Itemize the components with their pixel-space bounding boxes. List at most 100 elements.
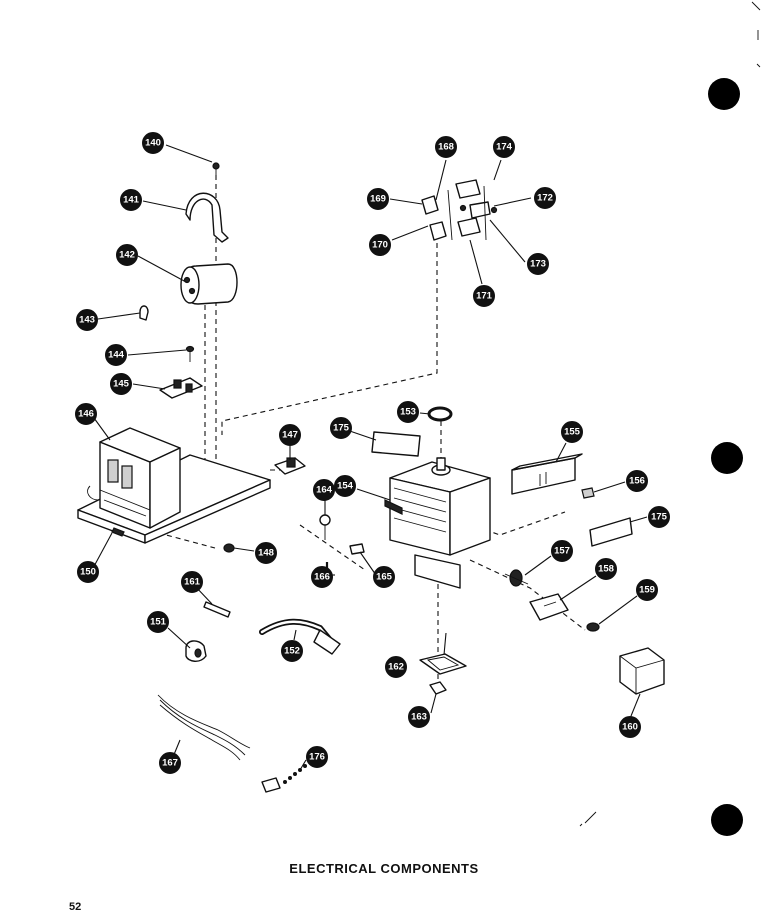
callout-150: 150 [77, 561, 99, 583]
svg-text:162: 162 [388, 662, 404, 673]
part-magnetron-154 [384, 457, 491, 589]
svg-text:158: 158 [598, 564, 614, 575]
part-fuse-161 [203, 601, 231, 618]
stray-mark [579, 811, 597, 827]
callout-147: 147 [279, 424, 301, 446]
part-cord-152 [259, 618, 341, 655]
svg-text:151: 151 [150, 617, 167, 628]
callout-167: 167 [159, 752, 181, 774]
part-clamp-163 [429, 681, 447, 695]
svg-text:166: 166 [314, 572, 330, 583]
svg-text:168: 168 [438, 142, 454, 153]
diagram-caption: ELECTRICAL COMPONENTS [289, 861, 479, 876]
callout-141: 141 [120, 189, 142, 211]
part-switch-147 [274, 457, 306, 475]
callout-143: 143 [76, 309, 98, 331]
svg-text:140: 140 [145, 138, 161, 149]
callout-163: 163 [408, 706, 430, 728]
svg-text:176: 176 [309, 752, 325, 763]
callout-162: 162 [385, 656, 407, 678]
leader-lines [91, 144, 648, 771]
svg-text:155: 155 [564, 427, 581, 438]
svg-text:146: 146 [78, 409, 94, 420]
callout-173: 173 [527, 253, 549, 275]
callout-144: 144 [105, 344, 127, 366]
part-cutout-164 [319, 514, 331, 540]
svg-text:147: 147 [282, 430, 298, 441]
part-insulation-175a [371, 431, 421, 457]
callout-171: 171 [473, 285, 495, 307]
part-bushing-151 [185, 640, 207, 662]
callout-142: 142 [116, 244, 138, 266]
svg-text:142: 142 [119, 250, 135, 261]
binder-hole-middle [711, 442, 743, 474]
part-terminal-145 [159, 377, 203, 399]
callout-176: 176 [306, 746, 328, 768]
svg-text:163: 163 [411, 712, 427, 723]
svg-text:170: 170 [372, 240, 388, 251]
svg-text:174: 174 [496, 142, 513, 153]
svg-text:171: 171 [476, 291, 493, 302]
part-screw-144 [185, 345, 195, 362]
part-screw-150 [111, 527, 125, 537]
callout-154: 154 [334, 475, 356, 497]
part-nut-159 [586, 622, 600, 632]
callout-156: 156 [626, 470, 648, 492]
callout-161: 161 [181, 571, 203, 593]
svg-text:172: 172 [537, 193, 553, 204]
part-cover-160 [619, 647, 665, 695]
callout-166: 166 [311, 566, 333, 588]
svg-text:152: 152 [284, 646, 300, 657]
callout-148: 148 [255, 542, 277, 564]
binder-hole-bottom [711, 804, 743, 836]
callout-165: 165 [373, 566, 395, 588]
svg-text:157: 157 [554, 546, 570, 557]
svg-text:164: 164 [316, 485, 333, 496]
part-capacitor-142 [180, 263, 238, 305]
callout-146: 146 [75, 403, 97, 425]
part-nut-156 [581, 487, 595, 499]
callout-158: 158 [595, 558, 617, 580]
callout-153: 153 [397, 401, 419, 423]
svg-text:141: 141 [123, 195, 140, 206]
part-screw-140 [212, 162, 220, 180]
callout-140: 140 [142, 132, 164, 154]
callout-170: 170 [369, 234, 391, 256]
part-frame-162 [419, 653, 467, 675]
callout-164: 164 [313, 479, 335, 501]
page-number: 52 [69, 901, 82, 913]
svg-text:156: 156 [629, 476, 645, 487]
svg-text:150: 150 [80, 567, 96, 578]
callout-175-left: 175 [330, 417, 352, 439]
svg-text:173: 173 [530, 259, 546, 270]
svg-text:160: 160 [622, 722, 638, 733]
part-gasket-153 [427, 406, 453, 422]
callout-155: 155 [561, 421, 583, 443]
svg-text:167: 167 [162, 758, 178, 769]
callout-160: 160 [619, 716, 641, 738]
callout-172: 172 [534, 187, 556, 209]
svg-text:143: 143 [79, 315, 95, 326]
part-bracket-158 [529, 593, 569, 621]
svg-text:175: 175 [651, 512, 668, 523]
part-beadcord-176 [261, 764, 307, 793]
part-grommet-148 [223, 543, 235, 553]
svg-text:165: 165 [376, 572, 393, 583]
svg-text:169: 169 [370, 194, 386, 205]
callout-157: 157 [551, 540, 573, 562]
callout-151: 151 [147, 611, 169, 633]
part-insulation-175b [589, 517, 633, 547]
part-bracket-141 [185, 192, 229, 243]
callout-168: 168 [435, 136, 457, 158]
part-diode-157 [504, 569, 529, 587]
callout-174: 174 [493, 136, 515, 158]
part-connector-165 [349, 543, 365, 555]
svg-text:154: 154 [337, 481, 354, 492]
scan-mark [751, 1, 761, 68]
part-filterbox-155 [511, 453, 583, 495]
part-clip-143 [139, 305, 149, 321]
binder-holes [708, 1, 761, 836]
svg-text:153: 153 [400, 407, 416, 418]
svg-text:159: 159 [639, 585, 655, 596]
